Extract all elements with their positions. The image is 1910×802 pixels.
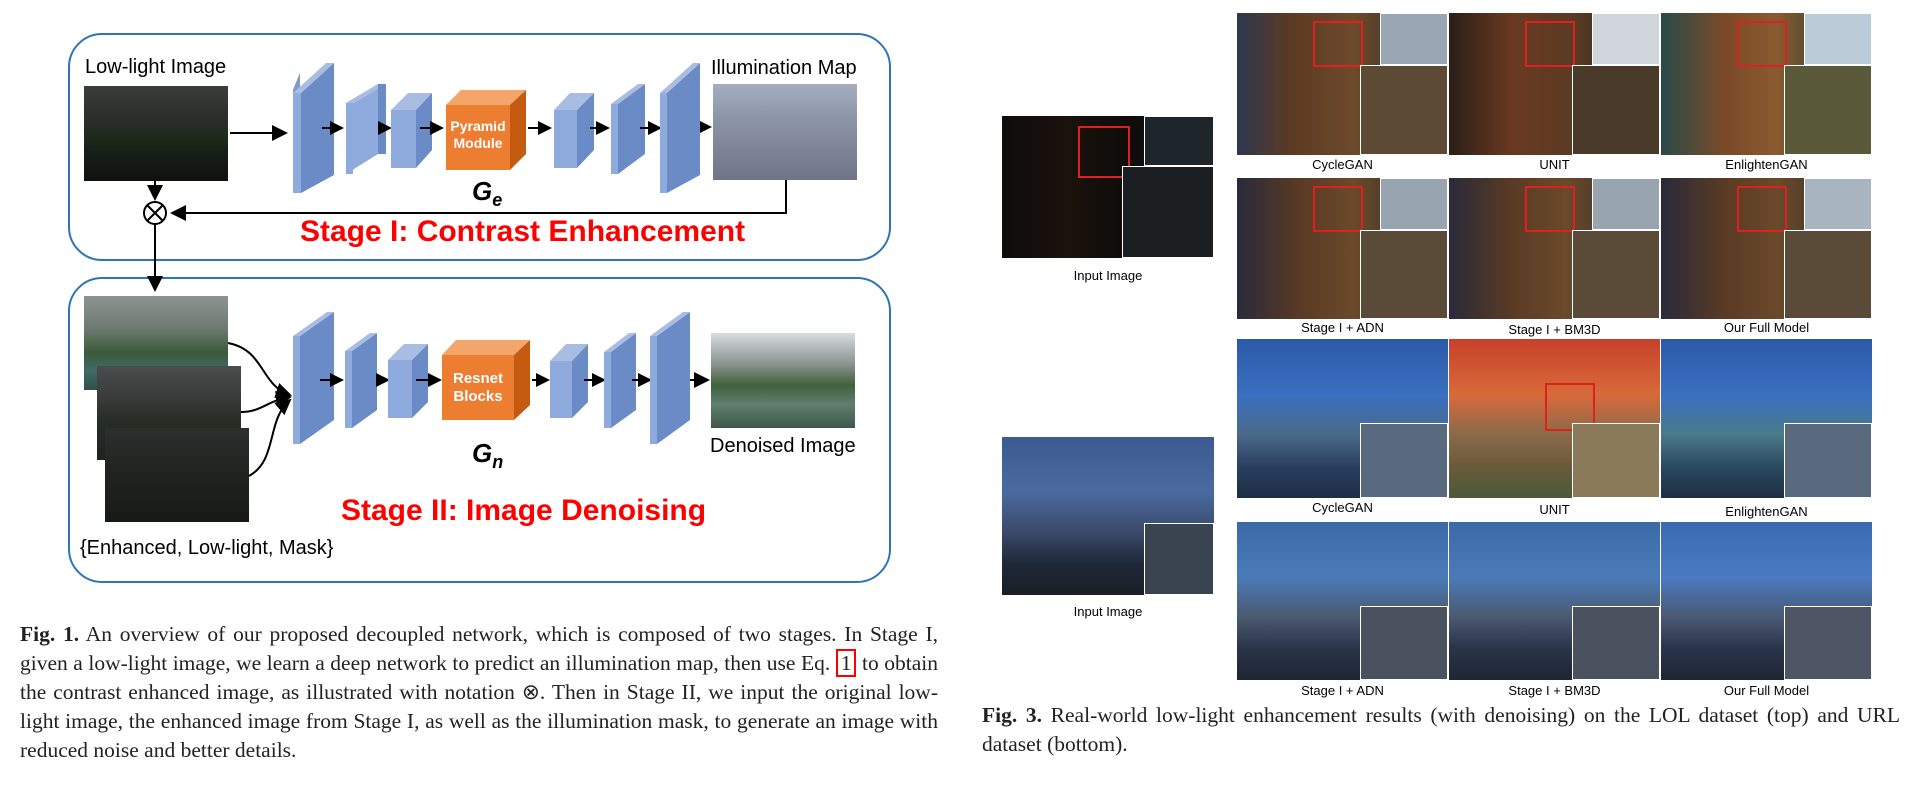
stage2-title: Stage II: Image Denoising xyxy=(341,494,707,527)
figure3-caption: Fig. 3. Real-world low-light enhancement… xyxy=(982,701,1900,759)
stage1-encoder-3 xyxy=(391,93,432,168)
illumination-map-label: Illumination Map xyxy=(711,57,857,79)
illumination-map-image xyxy=(713,84,857,180)
stage2-decoder-2 xyxy=(604,333,636,428)
url-row2-label-1: Stage I + ADN xyxy=(1301,683,1384,698)
pyramid-module-label: Pyramid Module xyxy=(450,118,506,151)
lol-input-label: Input Image xyxy=(1073,268,1143,283)
stage2-encoder-1 xyxy=(293,312,334,444)
denoised-image-label: Denoised Image xyxy=(710,435,856,457)
url-row2-label-2: Stage I + BM3D xyxy=(1508,683,1601,698)
stage1-decoder-1 xyxy=(554,93,594,168)
stage1-title: Stage I: Contrast Enhancement xyxy=(300,215,746,248)
denoised-output-image xyxy=(711,333,855,428)
lol-full-model-result xyxy=(1661,178,1872,319)
url-input-image xyxy=(1002,437,1214,595)
lol-row2-label-2: Stage I + BM3D xyxy=(1508,322,1601,337)
url-stage1-adn-result xyxy=(1237,522,1448,680)
figure1-caption: Fig. 1. An overview of our proposed deco… xyxy=(20,620,938,765)
figure1-caption-prefix: Fig. 1. xyxy=(20,622,80,646)
lol-row1-label-1: CycleGAN xyxy=(1312,157,1373,172)
stage1-encoder-1 xyxy=(293,63,334,193)
url-row2-label-3: Our Full Model xyxy=(1723,683,1810,698)
stage1-decoder-3 xyxy=(660,63,700,193)
stage2-inputs-label: {Enhanced, Low-light, Mask} xyxy=(80,537,334,559)
url-stage1-bm3d-result xyxy=(1449,522,1660,680)
figure1-caption-part2: to obtain the contrast enhanced image, a… xyxy=(20,651,939,762)
url-enlightengan-result xyxy=(1661,339,1872,498)
lol-row2-label-3: Our Full Model xyxy=(1723,320,1810,335)
url-row1-label-3: EnlightenGAN xyxy=(1725,504,1808,519)
url-row1-label-2: UNIT xyxy=(1539,502,1570,517)
stage2-encoder-2 xyxy=(345,333,377,428)
low-light-image-label: Low-light Image xyxy=(85,56,227,78)
lol-unit-result xyxy=(1449,13,1660,155)
url-unit-result xyxy=(1449,339,1660,498)
stage2-decoder-1 xyxy=(550,344,588,418)
network-blocks xyxy=(293,63,700,444)
resnet-blocks-label: Resnet Blocks xyxy=(452,370,504,405)
resnet-blocks xyxy=(442,340,530,420)
flow-overlay xyxy=(143,119,787,477)
lol-row1-label-3: EnlightenGAN xyxy=(1725,157,1808,172)
stage1-generator-label: Ge xyxy=(472,176,503,210)
url-row1-label-1: CycleGAN xyxy=(1312,500,1373,515)
low-light-image xyxy=(84,86,228,181)
lol-input-image xyxy=(1002,116,1214,258)
mask-input-image xyxy=(105,428,249,522)
equation-ref-link[interactable]: 1 xyxy=(835,649,857,677)
stage1-decoder-2 xyxy=(611,84,645,174)
pyramid-module xyxy=(446,90,526,170)
stage1-box xyxy=(68,33,891,261)
figure1-caption-part1: An overview of our proposed decoupled ne… xyxy=(20,622,938,675)
lol-stage1-bm3d-result xyxy=(1449,178,1660,319)
lol-cyclegan-result xyxy=(1237,13,1448,155)
url-input-label: Input Image xyxy=(1073,604,1143,619)
lol-row1-label-2: UNIT xyxy=(1539,157,1570,172)
figure3-caption-prefix: Fig. 3. xyxy=(982,703,1043,727)
stage1-encoder-2 xyxy=(346,84,386,174)
lol-enlightengan-result xyxy=(1661,13,1872,155)
lol-row2-label-1: Stage I + ADN xyxy=(1301,320,1384,335)
figure3-caption-text: Real-world low-light enhancement results… xyxy=(982,703,1901,756)
url-cyclegan-result xyxy=(1237,339,1448,498)
lol-stage1-adn-result xyxy=(1237,178,1448,319)
stage2-decoder-3 xyxy=(650,312,690,444)
stage2-box xyxy=(68,277,891,583)
stage2-generator-label: Gn xyxy=(472,438,504,472)
url-full-model-result xyxy=(1661,522,1872,680)
